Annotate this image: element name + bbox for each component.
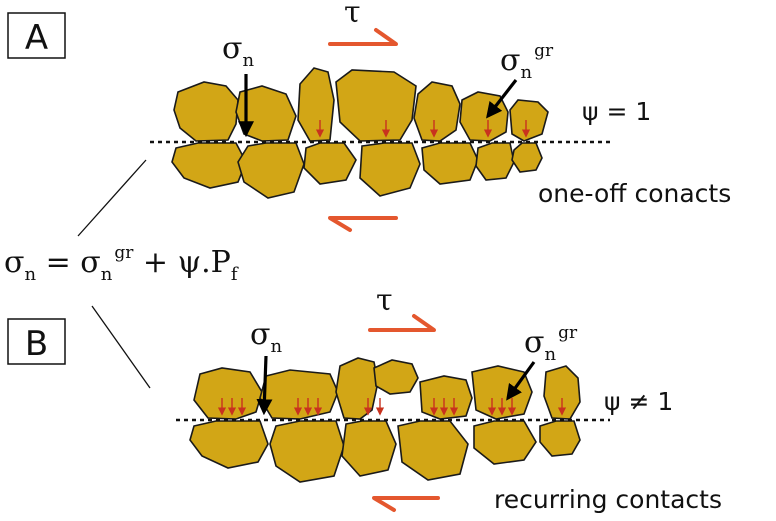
panel-b-grain-stress-arrow — [506, 361, 536, 401]
grain — [511, 142, 543, 173]
panel-b-normal-stress-arrow — [256, 355, 273, 416]
grain — [397, 420, 469, 481]
grain — [419, 375, 473, 420]
panel-a-shear-arrow-bottom — [328, 216, 398, 232]
panel-a-contact-arrows — [315, 120, 531, 138]
panel-a-letter: A — [25, 18, 48, 58]
grain — [303, 142, 357, 185]
panel-a: A τ — [7, 0, 731, 232]
grain — [359, 142, 421, 197]
grain — [297, 67, 335, 142]
panel-b-sigma-gr-label: σngr — [524, 323, 578, 365]
panel-b-psi-label: ψ ≠ 1 — [604, 387, 673, 416]
panel-a-sigma-gr-label: σngr — [500, 41, 554, 83]
grain — [341, 420, 397, 477]
grain — [413, 81, 461, 142]
grain — [335, 69, 417, 142]
panel-b-shear-arrow-bottom — [372, 496, 440, 512]
stress-equation: σn = σngr + ψ.Pf — [4, 243, 239, 285]
grain — [543, 365, 581, 420]
panel-b-tau-label: τ — [376, 283, 393, 318]
grain — [237, 142, 305, 199]
panel-a-label-box — [7, 12, 66, 59]
connector-line-b — [91, 305, 151, 389]
grain — [259, 369, 339, 420]
grain — [421, 142, 479, 185]
grain — [473, 420, 537, 465]
panel-a-shear-arrow-top — [328, 28, 398, 46]
grain — [189, 420, 269, 469]
panel-b-letter: B — [25, 324, 48, 364]
panel-a-caption: one-off conacts — [538, 179, 731, 208]
grain — [171, 142, 247, 189]
panel-b: B τ — [7, 283, 722, 514]
panel-b-sigma-n-label: σn — [250, 317, 282, 357]
grain — [509, 99, 549, 142]
panel-b-label-box — [7, 318, 66, 365]
connector-line-a — [77, 159, 147, 237]
panel-b-lower-grains — [189, 420, 581, 483]
grain — [471, 365, 533, 420]
panel-a-tau-label: τ — [344, 0, 361, 30]
panel-b-shear-arrow-top — [368, 314, 436, 332]
panel-a-lower-grains — [171, 142, 543, 199]
panel-a-upper-grains — [173, 67, 549, 142]
grain — [173, 81, 239, 142]
panel-a-sigma-n-label: σn — [222, 31, 254, 71]
grain — [475, 142, 515, 181]
panel-b-upper-grains — [193, 357, 581, 420]
grain — [539, 420, 581, 457]
grain — [335, 357, 379, 420]
panel-b-caption: recurring contacts — [494, 485, 722, 514]
grain — [373, 359, 419, 395]
grain — [269, 420, 345, 483]
panel-b-contact-arrows — [217, 398, 567, 416]
panel-a-psi-label: ψ = 1 — [582, 97, 651, 126]
grain — [193, 367, 263, 420]
panel-a-grain-stress-arrow — [486, 79, 518, 119]
